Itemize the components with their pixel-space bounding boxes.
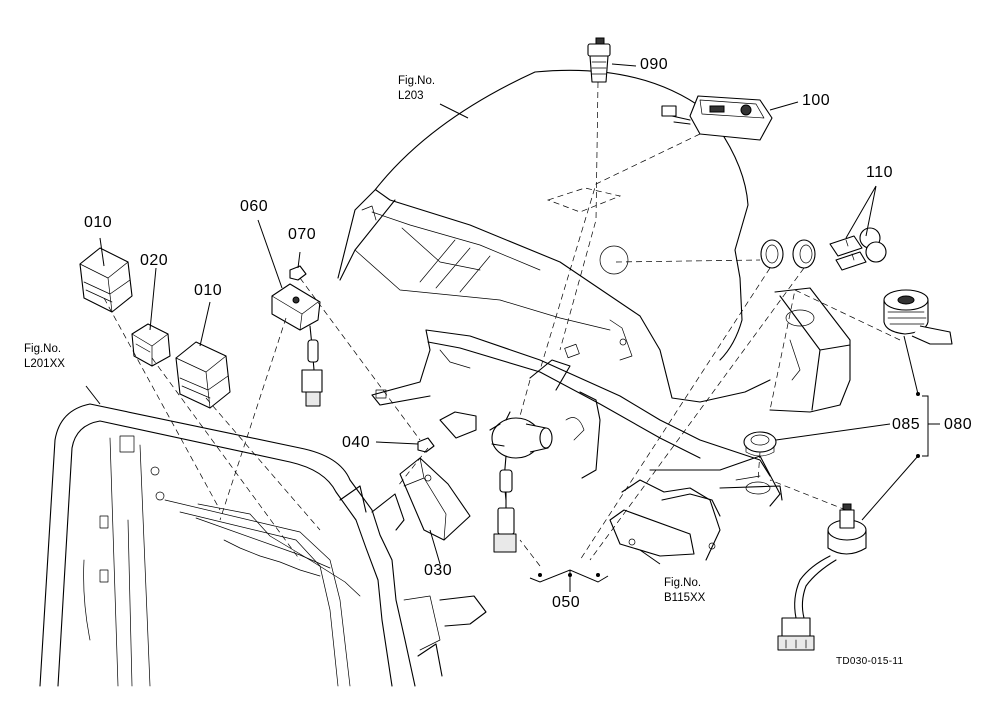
- part-label-085: 085: [892, 416, 921, 433]
- part-label-090: 090: [640, 56, 669, 73]
- switch-part-100: [661, 95, 773, 141]
- knob-part-080-top: [883, 289, 953, 345]
- fig-ref-b115xx: Fig.No. B115XX: [664, 576, 705, 606]
- key-set-part-110: [829, 227, 887, 271]
- part-label-070: 070: [288, 226, 317, 243]
- fig-ref-l203: Fig.No. L203: [398, 74, 435, 104]
- relay-part-060: [271, 283, 323, 407]
- fig-ref-l201xx-line2: L201XX: [24, 358, 65, 370]
- part-label-100: 100: [802, 92, 831, 109]
- fig-ref-l201xx: Fig.No. L201XX: [24, 342, 65, 372]
- part-label-020: 020: [140, 252, 169, 269]
- nut-part-070: [289, 265, 307, 281]
- part-label-030: 030: [424, 562, 453, 579]
- drawing-code: TD030-015-11: [836, 656, 904, 667]
- instrument-cover: [337, 69, 771, 403]
- fig-ref-l203-line1: Fig.No.: [398, 75, 436, 87]
- fig-ref-l201xx-line1: Fig.No.: [24, 343, 62, 355]
- relay-part-010-upper: [79, 247, 133, 313]
- fig-ref-l203-line2: L203: [398, 90, 424, 102]
- sensor-part-080: [777, 503, 867, 651]
- part-label-010-lower: 010: [194, 282, 223, 299]
- fig-ref-b115xx-line2: B115XX: [664, 592, 706, 604]
- bracket-part-030: [399, 457, 471, 541]
- part-label-010-upper: 010: [84, 214, 113, 231]
- part-label-060: 060: [240, 198, 269, 215]
- lamp-part-090: [587, 37, 611, 83]
- part-label-080: 080: [944, 416, 973, 433]
- meter-housing: [769, 287, 851, 413]
- relay-part-020: [131, 323, 171, 367]
- rings: [760, 239, 816, 269]
- part-label-040: 040: [342, 434, 371, 451]
- assembly-lines: [103, 81, 901, 567]
- nut-part-040: [417, 437, 435, 453]
- key-switch-part-050: [489, 411, 553, 553]
- part-label-110: 110: [866, 164, 894, 181]
- dashboard-frame: [39, 403, 487, 687]
- relay-part-010-lower: [175, 341, 231, 409]
- part-label-050: 050: [552, 594, 581, 611]
- leader-lines: [85, 63, 940, 592]
- fig-ref-b115xx-line1: Fig.No.: [664, 577, 702, 589]
